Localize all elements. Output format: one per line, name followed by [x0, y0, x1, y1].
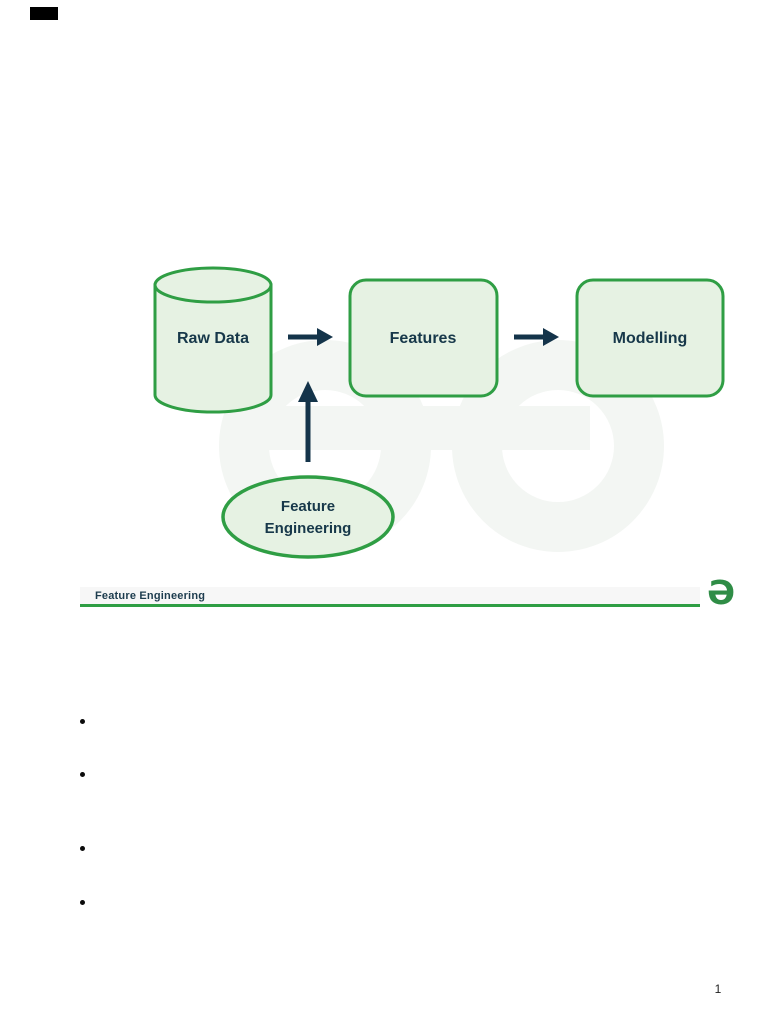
brand-watermark-icon: [219, 340, 664, 552]
bullet-marker: [80, 900, 85, 905]
page-number: 1: [714, 982, 722, 996]
node-modelling-label: Modelling: [613, 330, 688, 347]
node-feature-engineering: Feature Engineering: [221, 475, 395, 559]
bullet-marker: [80, 846, 85, 851]
arrow-raw-data-to-features-icon: [288, 328, 333, 346]
footer-bar: Feature Engineering: [80, 587, 700, 607]
arrow-features-to-modelling-icon: [514, 328, 559, 346]
node-features: Features: [348, 278, 499, 398]
node-raw-data: Raw Data: [153, 266, 273, 414]
node-raw-data-label: Raw Data: [177, 330, 249, 347]
brand-logo-icon: Ə: [706, 573, 736, 612]
node-feature-engineering-label-line1: Feature: [281, 498, 335, 515]
node-modelling: Modelling: [575, 278, 725, 398]
redaction-black-bar: [30, 7, 58, 20]
bullet-marker: [80, 772, 85, 777]
feature-engineering-flow-diagram: Raw Data Features Modelling: [153, 266, 725, 559]
bullet-marker: [80, 719, 85, 724]
footer-title: Feature Engineering: [95, 589, 206, 602]
arrow-feature-engineering-up-icon: [298, 381, 318, 462]
node-feature-engineering-label-line2: Engineering: [265, 520, 352, 537]
node-features-label: Features: [390, 330, 457, 347]
